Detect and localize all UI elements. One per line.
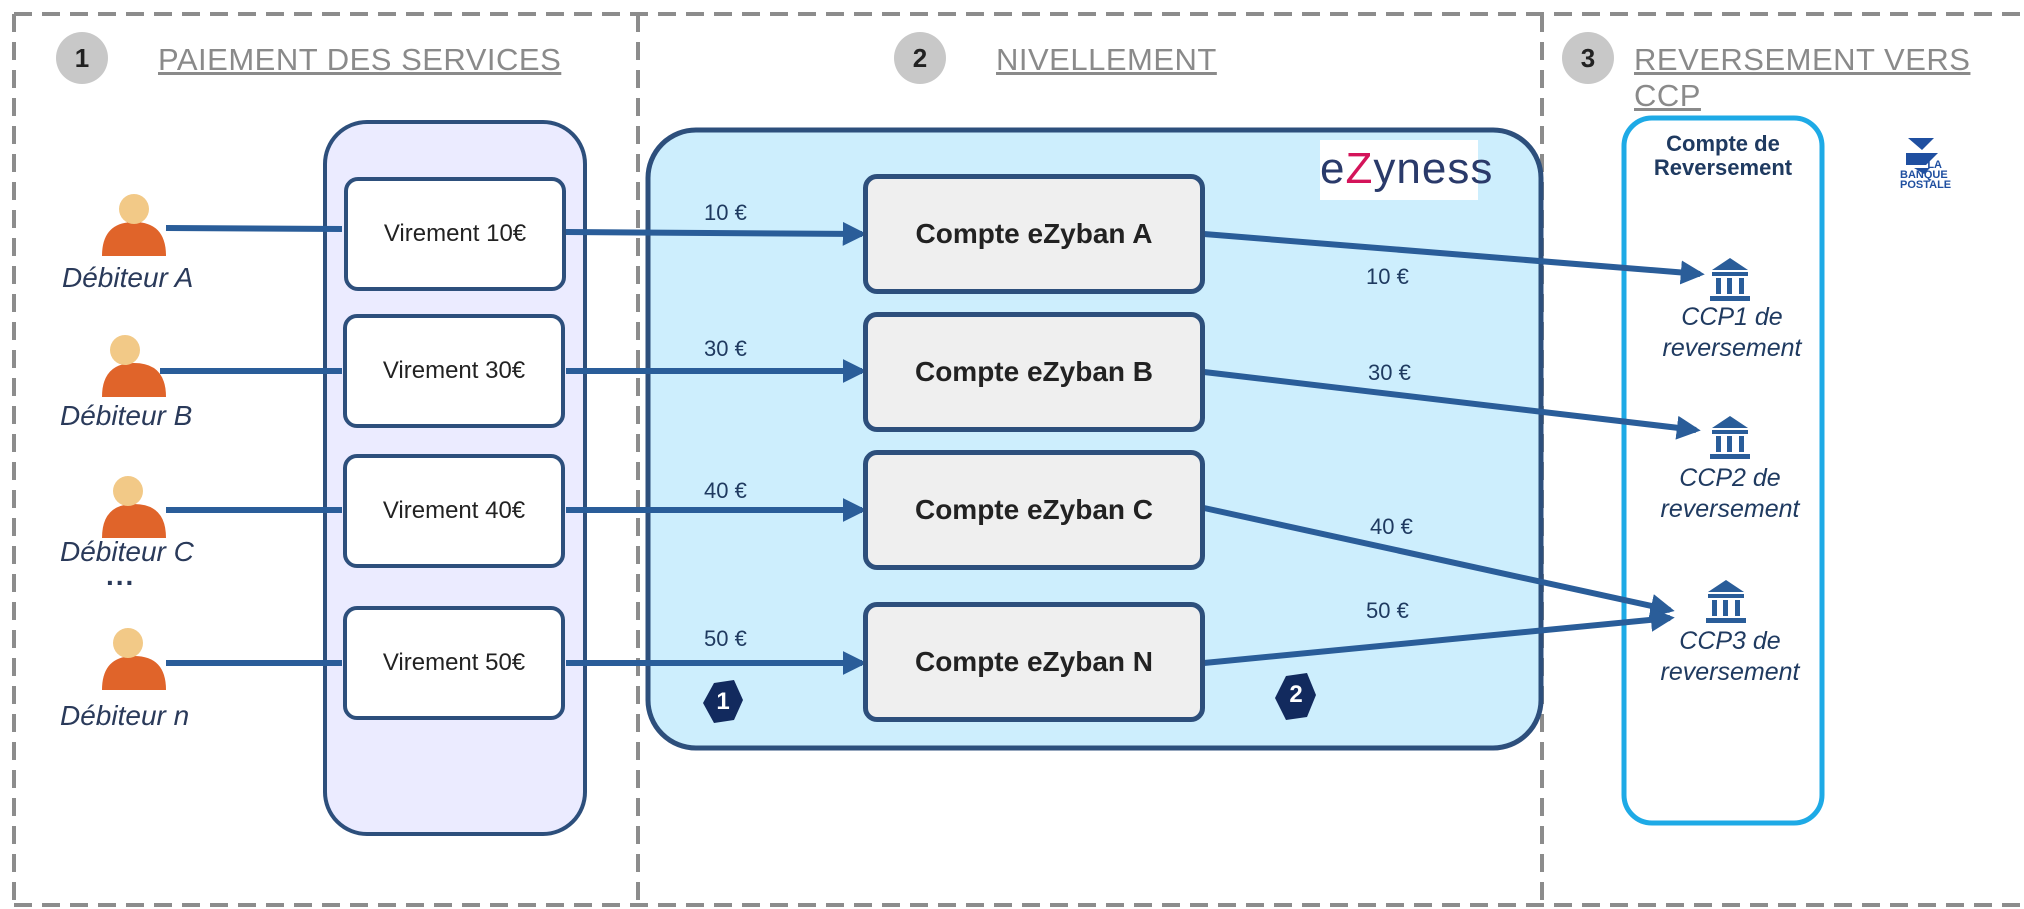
ezyness-logo-accent: Z — [1345, 144, 1374, 193]
bank-icon — [1710, 258, 1750, 301]
debtor-label: Débiteur n — [60, 700, 190, 731]
account-label: Compte eZyban A — [915, 218, 1153, 249]
person-icon — [102, 628, 166, 690]
transfer-box: Virement 50€ — [343, 606, 565, 720]
bank-icon — [1710, 416, 1750, 459]
incoming-amount: 50 € — [704, 626, 747, 651]
badge-hexagon-2 — [1275, 673, 1316, 720]
transfer-box: Virement 40€ — [343, 454, 565, 568]
account-label: Compte eZyban N — [914, 646, 1154, 677]
badge-label-2: 2 — [1289, 681, 1303, 708]
person-icon — [102, 335, 166, 397]
person-icon — [102, 476, 166, 538]
lbp-line3: POSTALE — [1900, 179, 1952, 191]
outgoing-arrows — [1203, 231, 1705, 666]
ccp-account-label: CCP2 de reversement — [1632, 463, 1828, 525]
transfer-label: Virement 30€ — [382, 357, 526, 384]
lbp-line2: BANQUE — [1900, 169, 1948, 181]
section-title-nivellement: NIVELLEMENT — [996, 42, 1217, 77]
outgoing-amount: 10 € — [1366, 264, 1409, 289]
debtor-label: Débiteur A — [62, 262, 194, 293]
step-number-3: 3 — [1562, 32, 1614, 84]
account-box: Compte eZyban N — [863, 602, 1205, 722]
ccp-label-line2: reversement — [1662, 334, 1802, 362]
lbp-line1: LA — [1927, 159, 1942, 171]
person-icon — [102, 194, 166, 256]
ccp-label-line2: reversement — [1660, 495, 1800, 523]
section3-container — [1621, 115, 1825, 826]
transfer-box: Virement 10€ — [344, 177, 566, 291]
ellipsis-indicator: ... — [106, 560, 136, 591]
incoming-amount: 40 € — [704, 478, 747, 503]
account-label: Compte eZyban C — [914, 494, 1154, 525]
incoming-amount: 30 € — [704, 336, 747, 361]
section-frame — [12, 12, 2024, 907]
ccp-label-line1: CCP3 de — [1679, 627, 1781, 655]
ccp-label-line2: reversement — [1660, 658, 1800, 686]
badge-label-1: 1 — [716, 688, 730, 715]
ccp-account-label: CCP1 de reversement — [1634, 302, 1830, 364]
transfer-box: Virement 30€ — [343, 314, 565, 428]
incoming-amount: 10 € — [704, 200, 747, 225]
step-number-1: 1 — [56, 32, 108, 84]
account-box: Compte eZyban A — [863, 174, 1205, 294]
badge-hexagon-1 — [703, 680, 743, 723]
outgoing-amount: 30 € — [1368, 360, 1411, 385]
account-label: Compte eZyban B — [914, 356, 1154, 387]
transfer-label: Virement 40€ — [382, 497, 526, 524]
banque-postale-logo-icon — [1906, 138, 1938, 174]
step-number-2: 2 — [894, 32, 946, 84]
debtor-label: Débiteur B — [60, 400, 193, 431]
account-box: Compte eZyban B — [863, 312, 1205, 432]
ccp-label-line1: CCP2 de — [1679, 464, 1781, 492]
section-title-reversement: REVERSEMENT VERS CCP — [1634, 42, 1971, 113]
section-title-paiement: PAIEMENT DES SERVICES — [158, 42, 562, 77]
transfer-label: Virement 10€ — [383, 220, 527, 247]
ccp-account-label: CCP3 de reversement — [1632, 626, 1828, 688]
incoming-arrows — [565, 221, 867, 675]
bank-icon — [1706, 580, 1746, 623]
debtor-arrows — [160, 225, 343, 666]
ezyness-logo: eZyness — [1320, 140, 1492, 200]
reversement-title-line2: Reversement — [1653, 155, 1793, 180]
account-box: Compte eZyban C — [863, 450, 1205, 570]
ezyness-logo-prefix: e — [1320, 144, 1346, 193]
outgoing-amount: 40 € — [1370, 514, 1413, 539]
outgoing-amount: 50 € — [1366, 598, 1409, 623]
banque-postale-logo: LA BANQUE POSTALE — [1900, 159, 1952, 191]
reversement-box-title: Compte de Reversement — [1634, 132, 1812, 180]
reversement-title-line1: Compte de — [1666, 131, 1780, 156]
ezyness-logo-suffix: yness — [1373, 144, 1494, 193]
ccp-label-line1: CCP1 de — [1681, 303, 1783, 331]
debtor-label: Débiteur C — [60, 536, 194, 567]
transfer-label: Virement 50€ — [382, 649, 526, 676]
